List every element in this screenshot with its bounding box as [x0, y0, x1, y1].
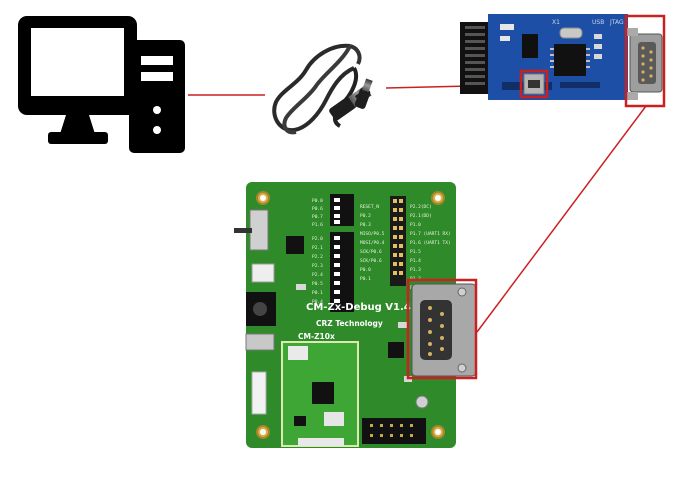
tower-drive-slot-2 — [141, 72, 173, 81]
board-db9-highlight-box — [406, 278, 478, 380]
left-pin-label: P0.1 — [312, 290, 323, 296]
wireless-module-chip — [312, 382, 334, 404]
adapter-mcu-chip — [554, 44, 586, 76]
right-pin-label: RESET_N — [360, 204, 379, 210]
jtag-box-header — [362, 418, 426, 444]
right-pin-label: MISO/P0.5 — [360, 231, 385, 237]
power-switch — [249, 209, 269, 251]
far-right-pin-label: P1.0 — [410, 222, 421, 228]
left-pin-label: P0.7 — [312, 214, 323, 220]
left-pin-label: P0.0 — [312, 198, 323, 204]
left-pin-label: P2.4 — [312, 272, 323, 278]
board-module-label: CM-Z10x — [298, 332, 335, 341]
far-right-pin-label: P1.4 — [410, 258, 421, 264]
left-pin-label: P0.6 — [312, 206, 323, 212]
right-pin-label: MOSI/P0.4 — [360, 240, 385, 246]
adapter-silk-usb: USB — [592, 19, 604, 26]
right-pin-label: P0.1 — [360, 276, 371, 282]
far-right-pin-label: P2.2(DC) — [410, 204, 432, 210]
adapter-silk-jtag: JTAG — [609, 19, 624, 26]
cable-to-adapter-line — [385, 85, 471, 89]
monitor-stand — [60, 115, 95, 134]
debug-board: P0.0 P0.6 P0.7 P1.6 P2.0 P2.1 P2.2 P2.3 … — [234, 182, 478, 448]
far-right-pin-label: P1.6 (UART1 TX) — [410, 240, 451, 246]
right-pin-label: P0.0 — [360, 267, 371, 273]
far-right-pin-label: P1.5 — [410, 249, 421, 255]
pin-header-column — [390, 196, 406, 286]
adapter-db9-highlight-box — [624, 14, 666, 108]
board-title: CM-Zx-Debug V1.4 — [306, 302, 411, 313]
left-pin-label: P2.1 — [312, 245, 323, 251]
adapter-to-board-serial-line — [476, 105, 647, 333]
left-pin-label: P2.3 — [312, 263, 323, 269]
mini-usb-plug — [354, 78, 373, 109]
adapter-usb-highlight-box — [519, 69, 549, 99]
far-right-pin-label: P1.7 (UART1 RX) — [410, 231, 451, 237]
far-right-pin-label: P1.3 — [410, 267, 421, 273]
left-pin-label: P0.4 — [312, 299, 323, 305]
left-pin-label: P2.2 — [312, 254, 323, 260]
usb-jtag-adapter-board: X1 USB JTAG — [460, 14, 666, 108]
tower-power-button — [153, 126, 161, 134]
monitor-screen — [31, 28, 124, 96]
usb-cable-icon — [272, 43, 373, 135]
left-pin-label: P0.5 — [312, 281, 323, 287]
adapter-silk-x1: X1 — [552, 19, 560, 26]
board-maker: CRZ Technology — [316, 319, 383, 328]
tower-drive-slot-1 — [141, 56, 173, 65]
adapter-crystal — [559, 27, 583, 39]
left-pin-label: P1.6 — [312, 222, 323, 228]
tower-case — [129, 40, 185, 153]
right-pin-label: P0.2 — [360, 213, 371, 219]
desktop-computer-icon — [18, 16, 185, 153]
tower-power-led — [153, 106, 161, 114]
right-pin-label: SCK/P0.6 — [360, 249, 382, 255]
dip-switch-block — [330, 194, 354, 226]
monitor-base — [48, 132, 108, 144]
mini-usb-port — [245, 333, 275, 351]
right-pin-label: SCK/P0.6 — [360, 258, 382, 264]
right-pin-label: P0.3 — [360, 222, 371, 228]
far-right-pin-label: P2.1(DD) — [410, 213, 432, 219]
left-pin-label: P2.0 — [312, 236, 323, 242]
